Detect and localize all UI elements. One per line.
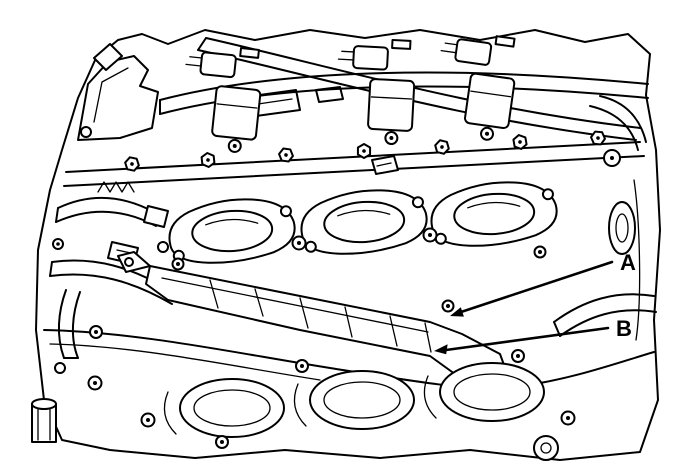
head-face-bosses (157, 227, 547, 271)
ignition-coil-2 (337, 38, 416, 146)
bolt-head (89, 325, 103, 339)
bolt-head (140, 412, 156, 428)
bolt-head (52, 238, 64, 250)
right-hoses (553, 95, 657, 341)
bolt-head (200, 152, 216, 168)
left-hoses (49, 181, 173, 359)
intake-port-1 (168, 198, 296, 264)
bolt-head (295, 359, 309, 373)
intake-port-2 (300, 189, 428, 255)
callout-arrow-a (459, 260, 614, 314)
block-port-1 (163, 378, 285, 438)
block-bolts (31, 325, 576, 461)
bolt-head (124, 156, 140, 172)
bolt-head (512, 134, 528, 150)
callout-arrowhead-b (434, 344, 448, 355)
callout-b: B (434, 316, 632, 355)
bolt-head (215, 435, 229, 449)
callout-arrow-b (444, 326, 610, 352)
bolt-head (291, 235, 307, 251)
bolt-head (511, 349, 525, 363)
intake-port-3 (430, 181, 558, 247)
hose-fitting (143, 205, 169, 228)
harness-clamp (371, 155, 399, 175)
callout-a: A (450, 250, 636, 317)
ignition-coil-1 (185, 47, 262, 153)
corrugated-section (97, 181, 135, 193)
bolt-head (434, 139, 450, 155)
bolt-head (422, 227, 438, 243)
bolt-head (87, 375, 103, 391)
callout-label-b: B (616, 316, 632, 341)
block-port-2 (293, 370, 415, 430)
bolt-head (171, 257, 185, 271)
bolt-head (590, 130, 606, 146)
bolt-head (560, 410, 576, 426)
ignition-coil-3 (440, 35, 516, 141)
bolt-head (533, 245, 547, 259)
bolt-head (278, 147, 294, 163)
callout-label-a: A (620, 250, 636, 275)
callout-arrowhead-a (450, 307, 464, 317)
cover-bolt-row (124, 130, 606, 172)
bolt-head (441, 299, 455, 313)
front-bracket (77, 55, 159, 141)
bolt-head (356, 142, 372, 160)
block-port-3 (423, 362, 545, 422)
